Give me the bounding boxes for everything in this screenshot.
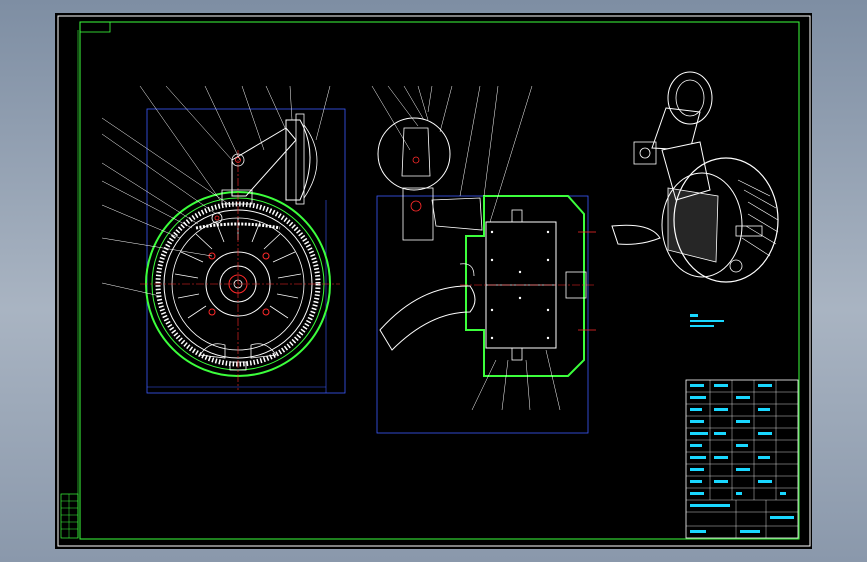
technical-notes	[690, 314, 724, 327]
side-leaders	[371, 85, 561, 411]
side-section-view	[371, 85, 596, 434]
air-hose	[379, 285, 476, 351]
sheet-border	[57, 15, 811, 547]
front-view	[101, 85, 346, 394]
drawing-frame	[79, 21, 800, 540]
side-chamber	[377, 117, 451, 191]
corner-tag-box	[79, 21, 111, 33]
side-drum-housing	[465, 195, 585, 377]
front-dimension-frame	[146, 108, 346, 394]
front-leaders	[101, 85, 331, 297]
brake-chamber	[285, 119, 311, 201]
title-block	[685, 379, 799, 539]
side-dimension-frame	[376, 195, 589, 434]
isometric-view	[611, 71, 779, 283]
revision-strip	[60, 493, 79, 539]
